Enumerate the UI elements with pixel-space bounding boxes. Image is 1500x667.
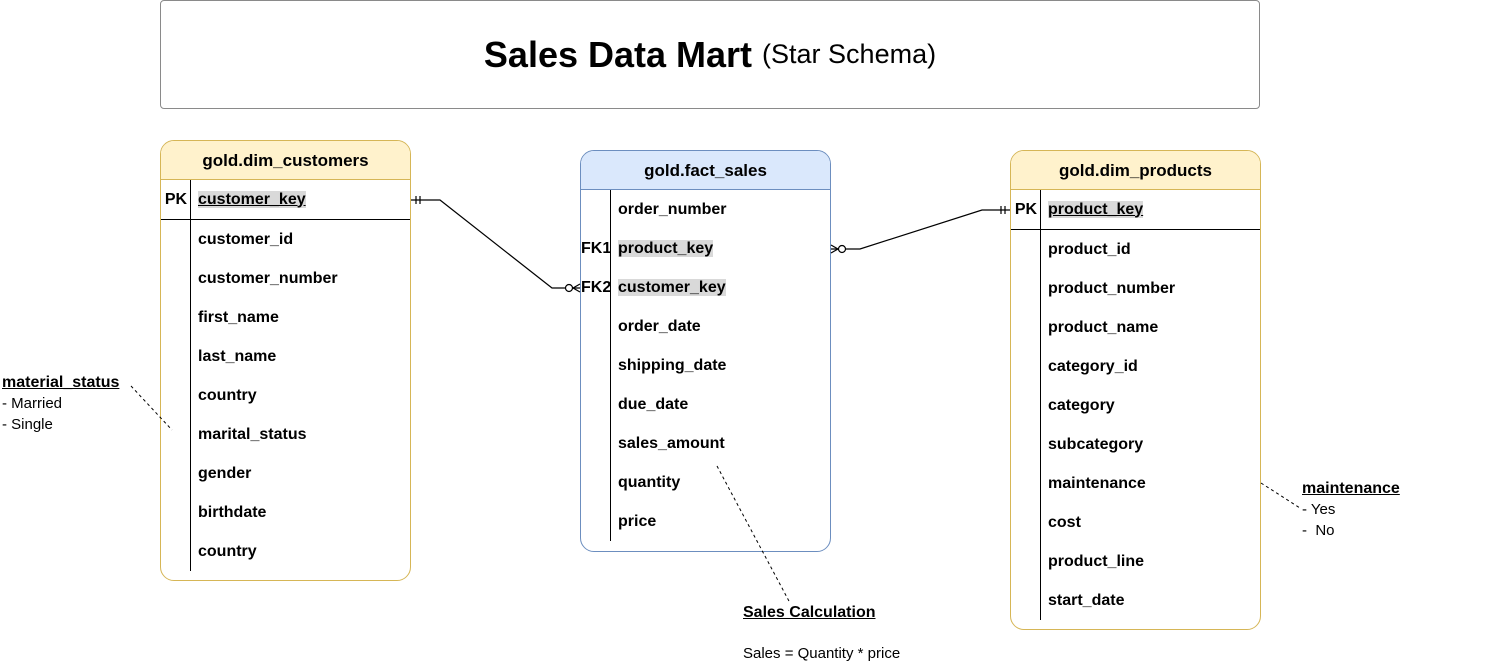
- table-row: country: [198, 542, 257, 560]
- pk-field: product_key: [1048, 200, 1144, 218]
- table-dim-products[interactable]: gold.dim_products PK product_key product…: [1010, 150, 1261, 630]
- diagram-subtitle: (Star Schema): [762, 39, 937, 69]
- table-row: customer_number: [198, 269, 338, 287]
- table-row: sales_amount: [618, 434, 725, 452]
- table-row: last_name: [198, 347, 277, 365]
- table-row: due_date: [618, 395, 689, 413]
- relationship-products-fact: [830, 206, 1010, 254]
- table-row: maintenance: [1048, 474, 1146, 492]
- table-row: customer_id: [198, 230, 294, 248]
- table-row: birthdate: [198, 503, 267, 521]
- table-row: order_number: [618, 200, 727, 218]
- diagram-title-box: Sales Data Mart (Star Schema): [160, 0, 1260, 109]
- pk-field: customer_key: [198, 190, 306, 208]
- column-divider: [190, 220, 191, 571]
- table-row: category: [1048, 396, 1115, 414]
- table-row: price: [618, 512, 657, 530]
- column-divider: [610, 190, 611, 541]
- table-dim-customers[interactable]: gold.dim_customers PK customer_key custo…: [160, 140, 411, 581]
- table-row: category_id: [1048, 357, 1138, 375]
- note-marital-status: material_status - Married - Single: [2, 374, 120, 433]
- table-row: start_date: [1048, 591, 1125, 609]
- table-row: first_name: [198, 308, 279, 326]
- table-row: product_id: [1048, 240, 1131, 258]
- pk-label: PK: [1014, 200, 1038, 218]
- table-row: cost: [1048, 513, 1081, 531]
- table-header: gold.dim_products: [1011, 151, 1260, 190]
- column-divider: [190, 180, 191, 219]
- note-sales-calculation: Sales Calculation Sales = Quantity * pri…: [743, 604, 901, 662]
- table-row: country: [198, 386, 257, 404]
- note-links: [130, 385, 1301, 604]
- pk-label: PK: [164, 190, 188, 208]
- table-row: order_date: [618, 317, 701, 335]
- relationship-customers-fact: [411, 196, 581, 293]
- table-row: subcategory: [1048, 435, 1144, 453]
- table-row: gender: [198, 464, 252, 482]
- note-maintenance: maintenance - Yes - No: [1302, 480, 1400, 539]
- table-row: product_number: [1048, 279, 1176, 297]
- table-header: gold.dim_customers: [161, 141, 410, 180]
- table-row: product_line: [1048, 552, 1145, 570]
- table-row: marital_status: [198, 425, 307, 443]
- diagram-title: Sales Data Mart: [483, 33, 753, 75]
- table-row: quantity: [618, 473, 681, 491]
- pk-row: PK product_key: [1011, 190, 1260, 230]
- pk-row: PK customer_key: [161, 180, 410, 220]
- column-divider: [1040, 190, 1041, 229]
- table-row: product_name: [1048, 318, 1159, 336]
- column-divider: [1040, 230, 1041, 620]
- table-row: shipping_date: [618, 356, 727, 374]
- table-header: gold.fact_sales: [581, 151, 830, 190]
